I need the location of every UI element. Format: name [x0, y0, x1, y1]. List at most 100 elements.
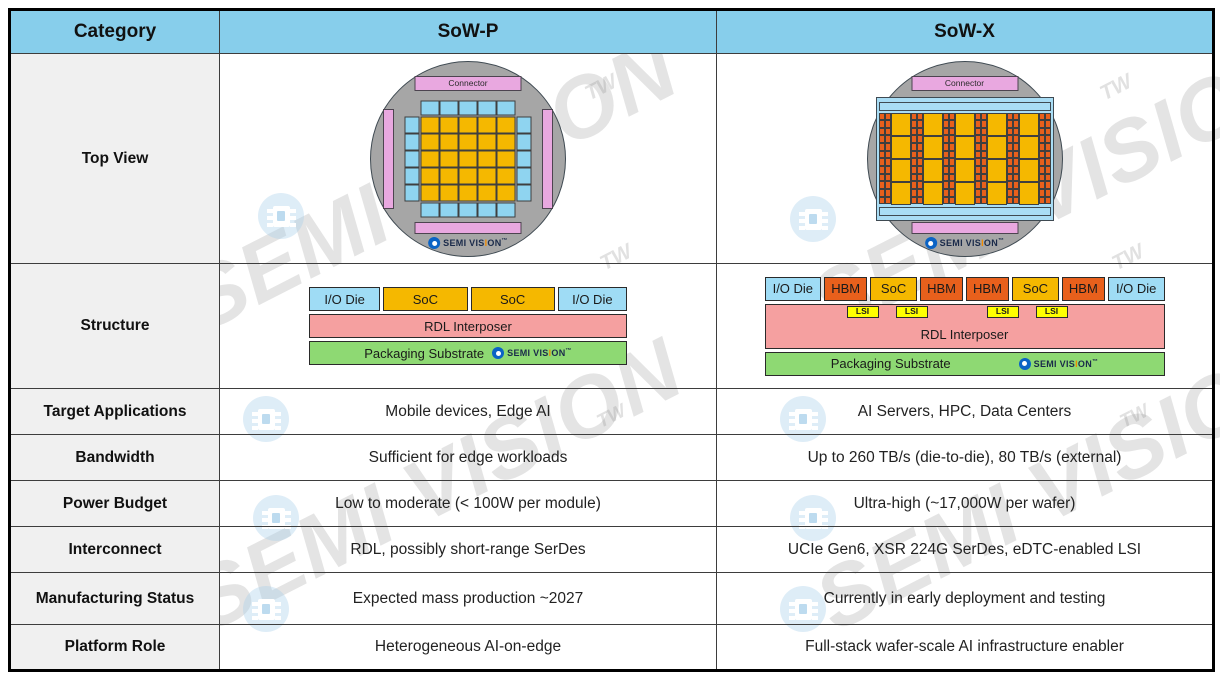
row-label-platform-role: Platform Role	[9, 624, 220, 671]
sowp-die-grid	[404, 100, 532, 217]
sowx-power-budget: Ultra-high (~17,000W per wafer)	[716, 480, 1214, 527]
sowp-power-budget: Low to moderate (< 100W per module)	[219, 480, 717, 527]
sowx-manufacturing-status: Currently in early deployment and testin…	[716, 572, 1214, 625]
brand-part1: SEMI VIS	[443, 238, 485, 248]
header-sow-x: SoW-X	[716, 9, 1214, 54]
sowx-soc-column	[922, 112, 943, 205]
sowp-block-io-die-left: I/O Die	[309, 287, 381, 311]
sowp-manufacturing-status: Expected mass production ~2027	[219, 572, 717, 625]
sowp-target-applications: Mobile devices, Edge AI	[219, 388, 717, 435]
sowx-hbm-strip	[1006, 112, 1019, 205]
sowp-semi-vision-logo: SEMI VISION™	[428, 233, 508, 251]
sowp-right-edge-bar	[542, 108, 553, 209]
sowp-bottom-io-row	[420, 202, 516, 217]
brand-part1: SEMI VIS	[507, 348, 549, 358]
sowx-hbm-strip	[974, 112, 987, 205]
brand-part2: ON	[1077, 358, 1092, 369]
sowx-bottom-cap	[878, 206, 1051, 216]
sowx-block-hbm-4: HBM	[1061, 276, 1105, 301]
sowx-column-array	[878, 112, 1051, 205]
sowp-bottom-bar	[414, 221, 522, 234]
sowx-block-rdl-interposer: RDL Interposer	[764, 303, 1165, 349]
sowp-left-io-col	[404, 116, 420, 201]
header-category: Category	[9, 9, 220, 54]
brand-part2: ON	[983, 238, 999, 248]
sowx-target-applications: AI Servers, HPC, Data Centers	[716, 388, 1214, 435]
sowx-substrate-logo: SEMI VISION™	[1018, 357, 1099, 370]
sowp-right-io-col	[516, 116, 532, 201]
sowx-block-packaging-substrate: Packaging Substrate SEMI VISION™	[764, 351, 1165, 376]
sowp-left-edge-bar	[383, 108, 394, 209]
brand-part1: SEMI VIS	[1033, 358, 1076, 369]
sowp-connector-bar: Connector	[414, 75, 522, 91]
sowp-stack: I/O Die SoC SoC I/O Die RDL Interposer P…	[309, 287, 628, 365]
semi-vision-eye-icon	[428, 237, 441, 249]
row-label-target-applications: Target Applications	[9, 388, 220, 435]
sowp-top-io-row	[420, 100, 516, 115]
sowx-hbm-strip	[942, 112, 955, 205]
table-row: Target Applications Mobile devices, Edge…	[9, 388, 1214, 435]
sowx-block-hbm-1: HBM	[824, 276, 868, 301]
semi-vision-eye-icon	[1018, 357, 1031, 370]
sowx-block-io-die-left: I/O Die	[764, 276, 822, 301]
sowp-block-soc-1: SoC	[383, 287, 468, 311]
sowx-top-view-figure: Connector	[716, 53, 1214, 264]
comparison-table: Category SoW-P SoW-X Top View Connector	[8, 8, 1215, 672]
semi-vision-eye-icon	[924, 237, 937, 249]
header-sow-p: SoW-P	[219, 9, 717, 54]
sowx-platform-role: Full-stack wafer-scale AI infrastructure…	[716, 624, 1214, 671]
sowp-block-rdl-interposer: RDL Interposer	[309, 314, 627, 338]
sowp-wafer: Connector	[370, 60, 566, 257]
table-row: Platform Role Heterogeneous AI-on-edge F…	[9, 624, 1214, 671]
sowx-block-soc-1: SoC	[870, 276, 918, 301]
sowx-hbm-strip	[878, 112, 891, 205]
table-row: Top View Connector	[9, 53, 1214, 264]
table-row: Manufacturing Status Expected mass produ…	[9, 572, 1214, 625]
brand-accent: I	[548, 348, 552, 358]
sowx-connector-bar: Connector	[911, 75, 1018, 91]
sowx-block-hbm-3: HBM	[966, 276, 1009, 301]
row-label-bandwidth: Bandwidth	[9, 434, 220, 481]
sowp-block-packaging-substrate: Packaging Substrate SEMI VISION™	[309, 341, 627, 365]
sowx-structure-figure: I/O Die HBM SoC HBM HBM SoC HBM I/O Die …	[716, 263, 1214, 389]
sowx-die-row: I/O Die HBM SoC HBM HBM SoC HBM I/O Die	[764, 276, 1165, 301]
brand-tm: ™	[501, 238, 508, 244]
sowx-top-cap	[878, 101, 1051, 111]
sowx-hbm-strip	[910, 112, 923, 205]
sowx-hbm-strip	[1038, 112, 1051, 205]
sowx-stack: I/O Die HBM SoC HBM HBM SoC HBM I/O Die …	[764, 276, 1165, 376]
sowp-bandwidth: Sufficient for edge workloads	[219, 434, 717, 481]
table-row: Bandwidth Sufficient for edge workloads …	[9, 434, 1214, 481]
table-row: Power Budget Low to moderate (< 100W per…	[9, 480, 1214, 527]
sowx-block-io-die-right: I/O Die	[1107, 276, 1165, 301]
sowx-lsi-bridge-4: LSI	[1035, 305, 1068, 318]
sowx-interposer-wrap: RDL Interposer LSI LSI LSI LSI	[764, 303, 1165, 349]
sowp-die-row: I/O Die SoC SoC I/O Die	[309, 287, 628, 311]
sowp-platform-role: Heterogeneous AI-on-edge	[219, 624, 717, 671]
sowx-lsi-bridge-1: LSI	[846, 305, 879, 318]
sowx-die-grid	[875, 96, 1054, 221]
sowp-substrate-logo: SEMI VISION™	[492, 347, 572, 359]
sowx-soc-column	[986, 112, 1007, 205]
brand-accent: I	[981, 238, 984, 248]
sowp-structure-figure: I/O Die SoC SoC I/O Die RDL Interposer P…	[219, 263, 717, 389]
brand-tm: ™	[998, 238, 1005, 244]
sowx-block-soc-2: SoC	[1011, 276, 1059, 301]
brand-part2: ON	[551, 348, 566, 358]
sowp-soc-array	[420, 116, 516, 201]
sowp-interconnect: RDL, possibly short-range SerDes	[219, 526, 717, 573]
sowx-soc-column	[890, 112, 911, 205]
brand-tm: ™	[1092, 358, 1099, 365]
sowx-bandwidth: Up to 260 TB/s (die-to-die), 80 TB/s (ex…	[716, 434, 1214, 481]
brand-part2: ON	[487, 238, 502, 248]
sowx-interconnect: UCIe Gen6, XSR 224G SerDes, eDTC-enabled…	[716, 526, 1214, 573]
brand-accent: I	[1075, 358, 1078, 369]
table-header-row: Category SoW-P SoW-X	[9, 9, 1214, 54]
row-label-structure: Structure	[9, 263, 220, 389]
sowp-substrate-label: Packaging Substrate	[364, 345, 485, 361]
row-label-manufacturing-status: Manufacturing Status	[9, 572, 220, 625]
sowx-lsi-bridge-3: LSI	[986, 305, 1019, 318]
sowx-wafer: Connector	[866, 60, 1063, 257]
table-row: Structure I/O Die SoC SoC I/O Die RDL In…	[9, 263, 1214, 389]
row-label-power-budget: Power Budget	[9, 480, 220, 527]
